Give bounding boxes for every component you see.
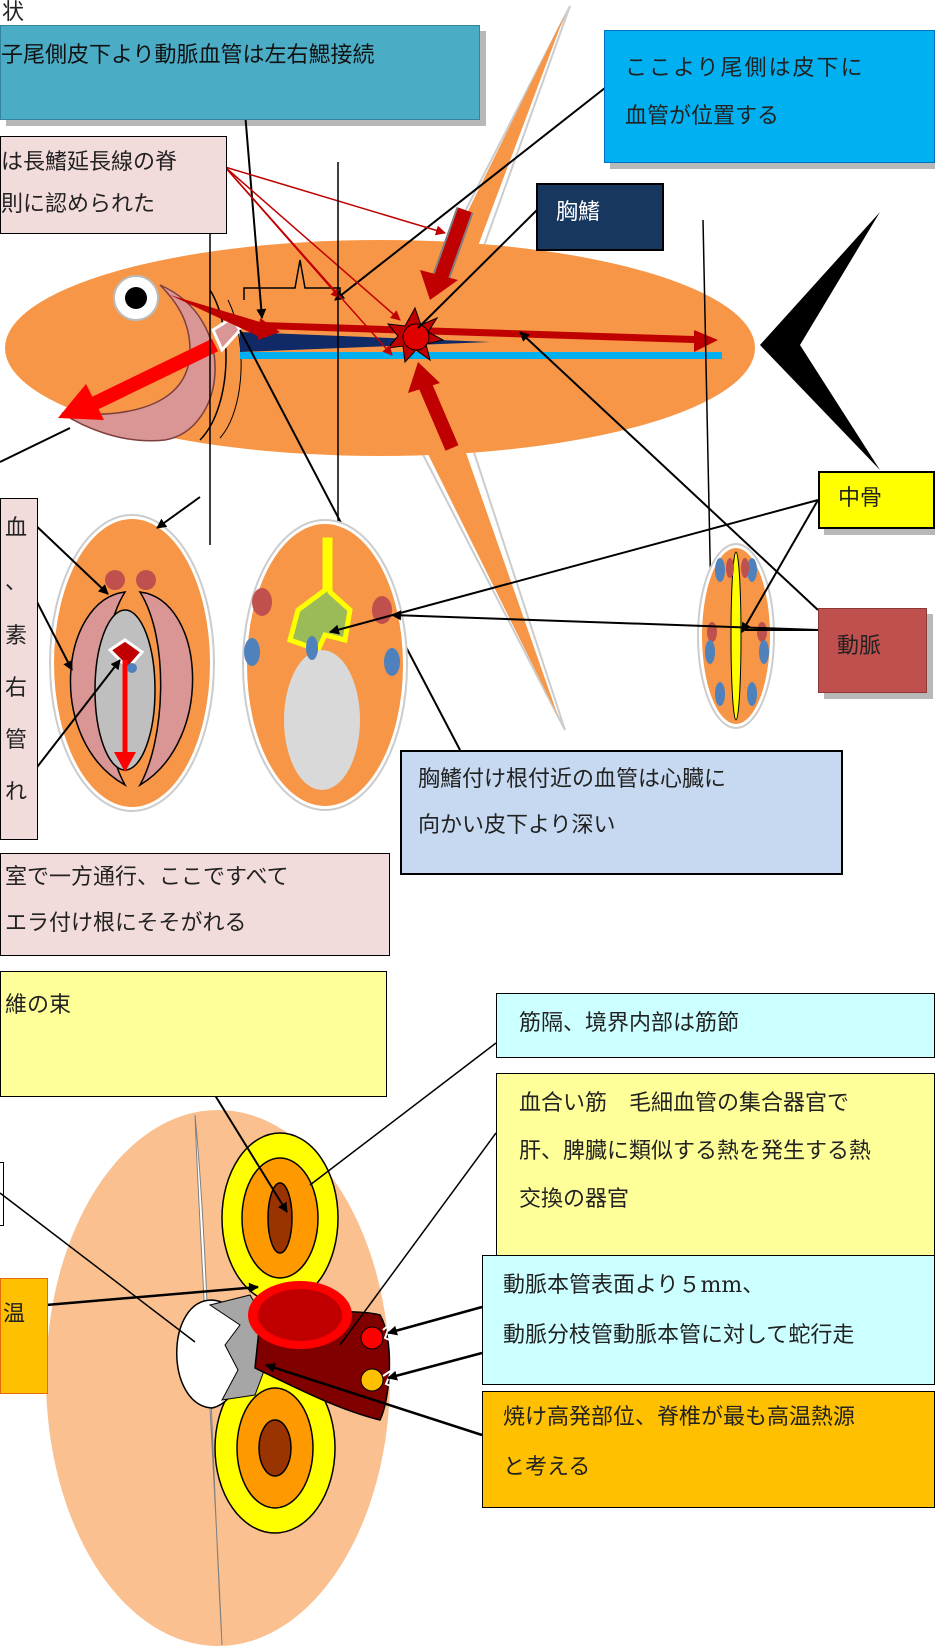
anal-fin [416, 438, 566, 731]
lower-cross-section [46, 1110, 397, 1646]
bloody-note-line2: 肝、脾臓に類似する熱を発生する熱 [519, 1139, 872, 1164]
burn-note-line2: と考える [503, 1455, 591, 1480]
left-orange-text: 温 [3, 1302, 26, 1327]
left-orange-box: 温 [0, 1278, 48, 1394]
left-box-line-2: 素 [5, 624, 28, 649]
cross-section-tail [697, 543, 775, 729]
cross-section-heart [49, 514, 215, 812]
bloody-muscle-note-box: 血合い筋 毛細血管の集合器官で 肝、脾臓に類似する熱を発生する熱 交換の器官 [496, 1073, 935, 1258]
left-vertical-box: 血 、 素 右 管 れ [0, 498, 38, 840]
pectoral-note-line2: 向かい皮下より深い [418, 813, 616, 838]
cross-section-middle [242, 519, 408, 811]
pink-note-line2: 則に認められた [1, 192, 156, 217]
backbone-label: 中骨 [838, 486, 883, 511]
cyan-note-box: ここより尾側は皮下に 血管が位置する [604, 30, 935, 163]
heart-star-icon [386, 306, 445, 364]
left-box-line-5: れ [5, 780, 28, 805]
artery-depth-box: 動脈本管表面より５mm、 動脈分枝管動脈本管に対して蛇行走 [482, 1255, 935, 1385]
artery-depth-line1: 動脈本管表面より５mm、 [503, 1273, 765, 1298]
bloody-note-line1: 血合い筋 毛細血管の集合器官で [519, 1091, 850, 1116]
pectoral-note-line1: 胸鰭付け根付近の血管は心臓に [418, 767, 727, 792]
septum-note-box: 筋隔、境界内部は筋節 [496, 993, 935, 1058]
left-box-line-3: 右 [5, 676, 28, 701]
cyan-note-line1: ここより尾側は皮下に [625, 56, 865, 81]
left-box-line-0: 血 [5, 516, 28, 541]
artery-label-box: 動脈 [818, 608, 927, 693]
pink-note-line1: は長鰭延長線の脊 [1, 150, 178, 175]
artery-depth-line2: 動脈分枝管動脈本管に対して蛇行走 [503, 1323, 855, 1348]
fiber-note-text: 維の束 [5, 993, 72, 1018]
cyan-note-line2: 血管が位置する [625, 104, 780, 129]
heart-note-box: 室で一方通行、ここですべて エラ付け根にそそがれる [0, 853, 390, 956]
fiber-note-box: 維の束 [0, 971, 387, 1097]
fin-arrow-bottom [408, 362, 459, 451]
pectoral-fin-label: 胸鰭 [556, 200, 601, 225]
pectoral-fin-label-box: 胸鰭 [536, 183, 664, 251]
burn-note-box: 焼け高発部位、脊椎が最も高温熱源 と考える [482, 1391, 935, 1508]
backbone-label-box: 中骨 [818, 471, 935, 529]
teal-note-text: 子尾側皮下より動脈血管は左右鰓接続 [1, 43, 375, 68]
teal-note-box: 子尾側皮下より動脈血管は左右鰓接続 [0, 25, 480, 120]
left-box-line-1: 、 [5, 570, 28, 595]
heart-note-line2: エラ付け根にそそがれる [5, 911, 247, 936]
bloody-note-line3: 交換の器官 [519, 1187, 630, 1212]
fin-arrow-top [420, 206, 474, 300]
light-vessel [240, 352, 722, 359]
fish-tail [760, 212, 880, 470]
left-small-box [0, 1162, 4, 1226]
left-box-line-4: 管 [5, 728, 28, 753]
septum-note-text: 筋隔、境界内部は筋節 [519, 1011, 740, 1036]
heart-note-line1: 室で一方通行、ここですべて [5, 865, 289, 890]
burn-note-line1: 焼け高発部位、脊椎が最も高温熱源 [503, 1405, 856, 1430]
artery-label: 動脈 [837, 634, 882, 659]
dark-vessel [240, 332, 490, 352]
eye-icon [113, 275, 159, 321]
top-fragment-label: 状 [2, 0, 25, 25]
pink-note-box: は長鰭延長線の脊 則に認められた [0, 136, 227, 234]
pectoral-note-box: 胸鰭付け根付近の血管は心臓に 向かい皮下より深い [400, 750, 843, 875]
